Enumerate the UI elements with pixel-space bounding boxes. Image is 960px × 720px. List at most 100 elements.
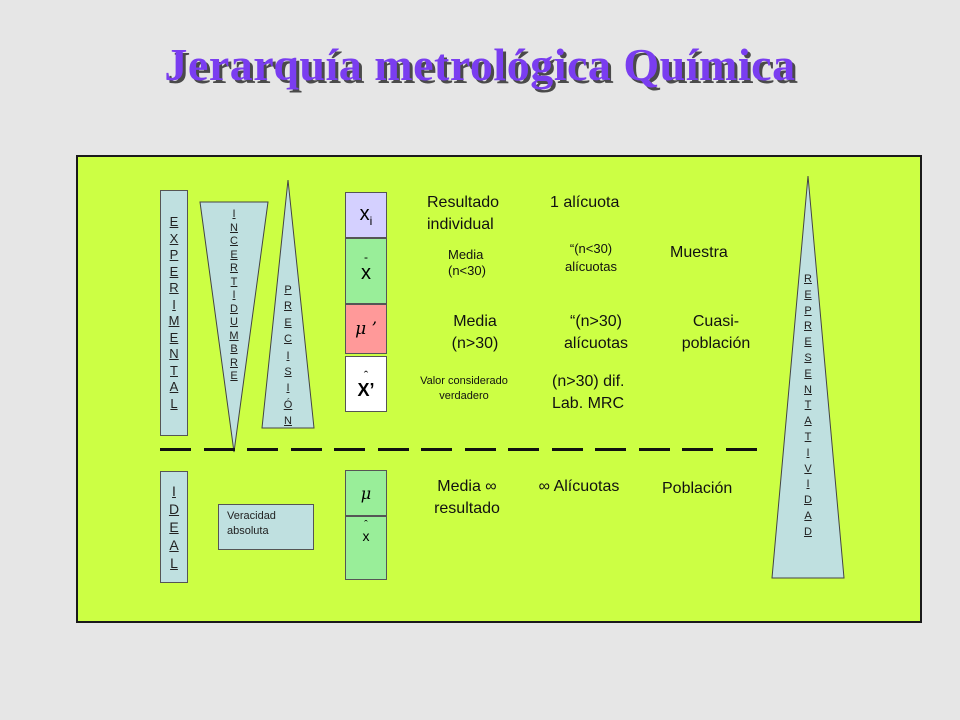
representatividad-letter: R [804,320,812,333]
xi-subscript: i [369,213,373,228]
precision-letter: P [284,284,292,296]
xi-main: x [359,202,370,225]
r5-col1: Media ∞ resultado [434,478,500,517]
dash-segment [551,448,583,451]
r1-col2: 1 alícuota [550,194,620,211]
xi-symbol: xi [360,203,373,228]
dash-segment [160,448,191,451]
incertidumbre-triangle [199,201,269,453]
xhat-prime-mark: ˆ [363,367,369,383]
incertidumbre-letter: U [230,316,238,328]
r2-col2: “(n<30) alícuotas [564,241,618,274]
representatividad-letter: P [804,304,812,317]
experimental-letter: E [169,329,179,345]
representatividad-letter: D [804,525,812,538]
precision-letter: C [284,333,292,346]
veracidad-label: Veracidad absoluta [227,510,276,537]
xbar-box: - x [345,238,387,304]
precision-letter: I [286,349,290,362]
dash-segment [421,448,452,451]
experimental-letter: I [172,296,176,312]
r2-col1: Media (n<30) [448,247,486,278]
xbar-mark: - [364,250,368,264]
representatividad-letter: E [804,336,812,349]
xhat-box: ˆ x [345,516,387,580]
dash-segment [595,448,626,451]
xhat-prime-symbol: X’ [357,379,375,400]
dash-segment [203,448,235,451]
ideal-letter: L [170,555,178,571]
incertidumbre-letter: M [229,329,239,342]
incertidumbre-letter: C [230,235,238,247]
r3-col1: Media (n>30) [451,313,499,352]
experimental-letter: N [169,346,179,361]
representatividad-letter: E [804,367,812,380]
representatividad-letter: N [804,383,812,396]
precision-letter: Ó [283,398,293,411]
page-title: Jerarquía metrológica Química [164,39,796,90]
xhat-symbol: x [362,528,370,544]
incertidumbre-letter: R [230,356,238,369]
incertidumbre-letter: E [230,370,238,382]
dash-segment [638,448,670,451]
incertidumbre-letter: N [230,221,238,234]
representatividad-letter: S [804,351,812,364]
mu-box: μ [345,470,387,516]
r4-col1: Valor considerado verdadero [420,375,508,402]
r5-col3: Población [662,480,733,497]
incertidumbre-letter: D [230,302,238,315]
representatividad-letter: D [804,494,812,507]
dash-segment [334,448,365,451]
mu-prime-symbol: μ ’ [355,319,377,339]
xbar-symbol: x [361,262,371,284]
experimental-letter: T [170,362,178,378]
representatividad-triangle [771,175,845,579]
precision-letter: R [284,300,292,313]
precision-letter: I [286,382,290,395]
r3-col2: “(n>30) alícuotas [563,313,629,352]
experimental-letter: R [169,280,179,295]
xhat-mark: ˆ [364,519,368,531]
r5-col2: ∞ Alícuotas [538,478,620,495]
representatividad-letter: A [804,415,812,428]
ideal-letter: A [169,537,179,553]
veracidad-box: Veracidad absoluta [218,504,314,550]
r4-col2: (n>30) dif. Lab. MRC [552,373,625,412]
experimental-letter: E [169,263,179,279]
r1-col1: Resultado individual [427,194,500,233]
precision-letter: E [284,316,292,329]
r2-col3: Muestra [670,244,728,261]
representatividad-letter: V [804,462,812,475]
mu-symbol: μ [360,483,372,503]
xi-box: xi [345,192,387,238]
incertidumbre-letter: I [232,289,236,301]
precision-letter: S [284,366,292,379]
precision-triangle [261,179,315,429]
ideal-letter: D [168,501,180,517]
experimental-letter: M [168,313,180,328]
experimental-letter: L [170,395,178,411]
precision-letter: N [284,415,292,428]
representatividad-letter: E [804,288,812,301]
experimental-letter: X [169,230,179,246]
dash-segment [508,448,539,451]
experimental-letter: E [169,214,179,229]
representatividad-letter: R [804,273,812,285]
representatividad-letter: T [804,430,812,443]
experimental-letter: P [169,247,179,262]
dash-segment [682,448,713,451]
dash-segment [247,448,278,451]
incertidumbre-letter: R [230,262,238,274]
dash-segment [464,448,496,451]
experimental-letter: A [169,379,179,394]
dash-segment [377,448,409,451]
representatividad-letter: I [806,478,810,491]
ideal-letter: E [169,519,179,535]
dash-segment [725,448,757,451]
